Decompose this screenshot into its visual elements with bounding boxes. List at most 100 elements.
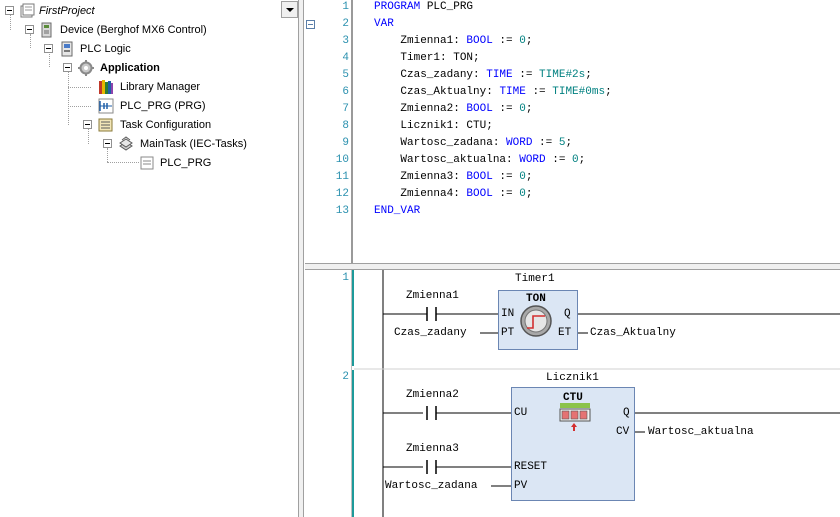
tree-dropdown-button[interactable] <box>281 1 298 18</box>
program-call-icon <box>140 156 154 170</box>
tree-item-firstproject[interactable]: FirstProject <box>0 2 280 20</box>
text-token: := <box>512 69 540 81</box>
pin-label: CU <box>514 407 528 419</box>
code-line[interactable]: Czas_Aktualny: TIME := TIME#0ms; <box>374 84 611 101</box>
tree-label: PLC_PRG <box>160 157 212 169</box>
keyword-token: BOOL <box>466 171 493 183</box>
tree-item-plc-prg[interactable]: PLC_PRG (PRG) <box>0 97 280 115</box>
literal-token: 5 <box>558 137 566 149</box>
collapse-icon[interactable] <box>83 120 92 129</box>
code-line[interactable]: VAR <box>374 16 394 33</box>
tree-label: FirstProject <box>39 5 95 17</box>
pin-label: CV <box>616 426 630 438</box>
tree-item-task-configuration[interactable]: Task Configuration <box>0 116 280 134</box>
keyword-token: BOOL <box>466 35 493 47</box>
tree-item-plc-logic[interactable]: PLC Logic <box>0 40 280 58</box>
code-line[interactable]: END_VAR <box>374 203 420 220</box>
collapse-icon[interactable] <box>25 25 34 34</box>
pin-label: RESET <box>514 461 548 473</box>
code-line[interactable]: Zmienna1: BOOL := 0; <box>374 33 532 50</box>
literal-token: 0 <box>572 154 579 166</box>
collapse-icon[interactable] <box>44 44 53 53</box>
text-token: := <box>492 103 520 115</box>
code-line[interactable]: PROGRAM PLC_PRG <box>374 0 473 16</box>
tree-line <box>88 129 89 144</box>
text-token: := <box>492 35 520 47</box>
keyword-token: VAR <box>374 18 394 30</box>
literal-token: 0 <box>519 35 526 47</box>
contact-label: Zmienna2 <box>406 389 459 401</box>
variable-label[interactable]: Czas_Aktualny <box>590 327 676 339</box>
network-gutter-separator <box>351 270 352 517</box>
text-token: ; <box>525 171 533 183</box>
literal-token: 0 <box>519 171 526 183</box>
keyword-token: WORD <box>519 154 546 166</box>
line-number: 12 <box>335 188 349 200</box>
line-number: 6 <box>342 86 349 98</box>
text-token: Czas_zadany: <box>400 69 487 81</box>
fb-type-label: CTU <box>563 392 583 404</box>
fb-instance-label: Timer1 <box>515 273 555 285</box>
task-configuration-icon <box>98 118 113 132</box>
variable-label[interactable]: Czas_zadany <box>394 327 467 339</box>
contact-zmienna3 <box>426 460 437 474</box>
pin-label: ET <box>558 327 572 339</box>
collapse-icon[interactable] <box>63 63 72 72</box>
line-number: 2 <box>342 18 349 30</box>
keyword-token: TIME <box>499 86 526 98</box>
line-number: 8 <box>342 120 349 132</box>
tree-item-task-plc-prg[interactable]: PLC_PRG <box>0 154 280 172</box>
code-line[interactable]: Zmienna3: BOOL := 0; <box>374 169 532 186</box>
counter-icon <box>559 403 591 431</box>
tree-item-library-manager[interactable]: Library Manager <box>0 78 280 96</box>
fold-collapse-icon[interactable] <box>306 20 315 29</box>
text-token: Wartosc_zadana: <box>400 137 507 149</box>
tree-line <box>68 71 69 125</box>
tree-item-maintask[interactable]: MainTask (IEC-Tasks) <box>0 135 280 153</box>
code-line[interactable]: Zmienna4: BOOL := 0; <box>374 186 532 203</box>
tree-item-application[interactable]: Application <box>0 59 280 77</box>
code-line[interactable]: Wartosc_zadana: WORD := 5; <box>374 135 572 152</box>
line-number: 13 <box>335 205 349 217</box>
vertical-splitter[interactable] <box>299 0 304 517</box>
contact-label: Zmienna1 <box>406 290 459 302</box>
code-line[interactable]: Wartosc_aktualna: WORD := 0; <box>374 152 585 169</box>
ladder-editor[interactable]: 1 2 <box>305 270 840 517</box>
line-number: 3 <box>342 35 349 47</box>
device-tree-panel: FirstProject Device (Berghof MX6 Control… <box>0 0 299 517</box>
contact-zmienna1 <box>426 307 437 321</box>
tree-label: Library Manager <box>120 81 201 93</box>
tree-item-device[interactable]: Device (Berghof MX6 Control) <box>0 21 280 39</box>
variable-label[interactable]: Wartosc_aktualna <box>648 426 754 438</box>
collapse-icon[interactable] <box>103 139 112 148</box>
literal-token: TIME#0ms <box>552 86 606 98</box>
literal-token: TIME#2s <box>539 69 586 81</box>
keyword-token: END_VAR <box>374 205 421 217</box>
variable-label[interactable]: Wartosc_zadana <box>385 480 478 492</box>
text-token: Zmienna2: <box>400 103 467 115</box>
line-number: 1 <box>342 1 349 13</box>
code-line[interactable]: Zmienna2: BOOL := 0; <box>374 101 532 118</box>
fb-type-label: TON <box>526 293 546 305</box>
code-line[interactable]: Czas_zadany: TIME := TIME#2s; <box>374 67 591 84</box>
contact-label: Zmienna3 <box>406 443 459 455</box>
text-token: Wartosc_aktualna: <box>400 154 520 166</box>
code-line[interactable]: Timer1: TON; <box>374 50 479 67</box>
text-token: := <box>525 86 553 98</box>
tree-line <box>107 162 139 163</box>
device-icon <box>41 22 52 38</box>
text-token: := <box>532 137 559 149</box>
collapse-icon[interactable] <box>5 6 14 15</box>
literal-token: 0 <box>519 103 526 115</box>
horizontal-splitter[interactable] <box>305 263 840 270</box>
line-number: 4 <box>342 52 349 64</box>
network-number: 2 <box>342 371 349 383</box>
timer-clock-icon <box>520 305 552 337</box>
library-icon <box>99 80 113 94</box>
fb-instance-label: Licznik1 <box>546 372 599 384</box>
code-line[interactable]: Licznik1: CTU; <box>374 118 492 135</box>
text-token: := <box>545 154 573 166</box>
contact-zmienna2 <box>426 406 437 420</box>
